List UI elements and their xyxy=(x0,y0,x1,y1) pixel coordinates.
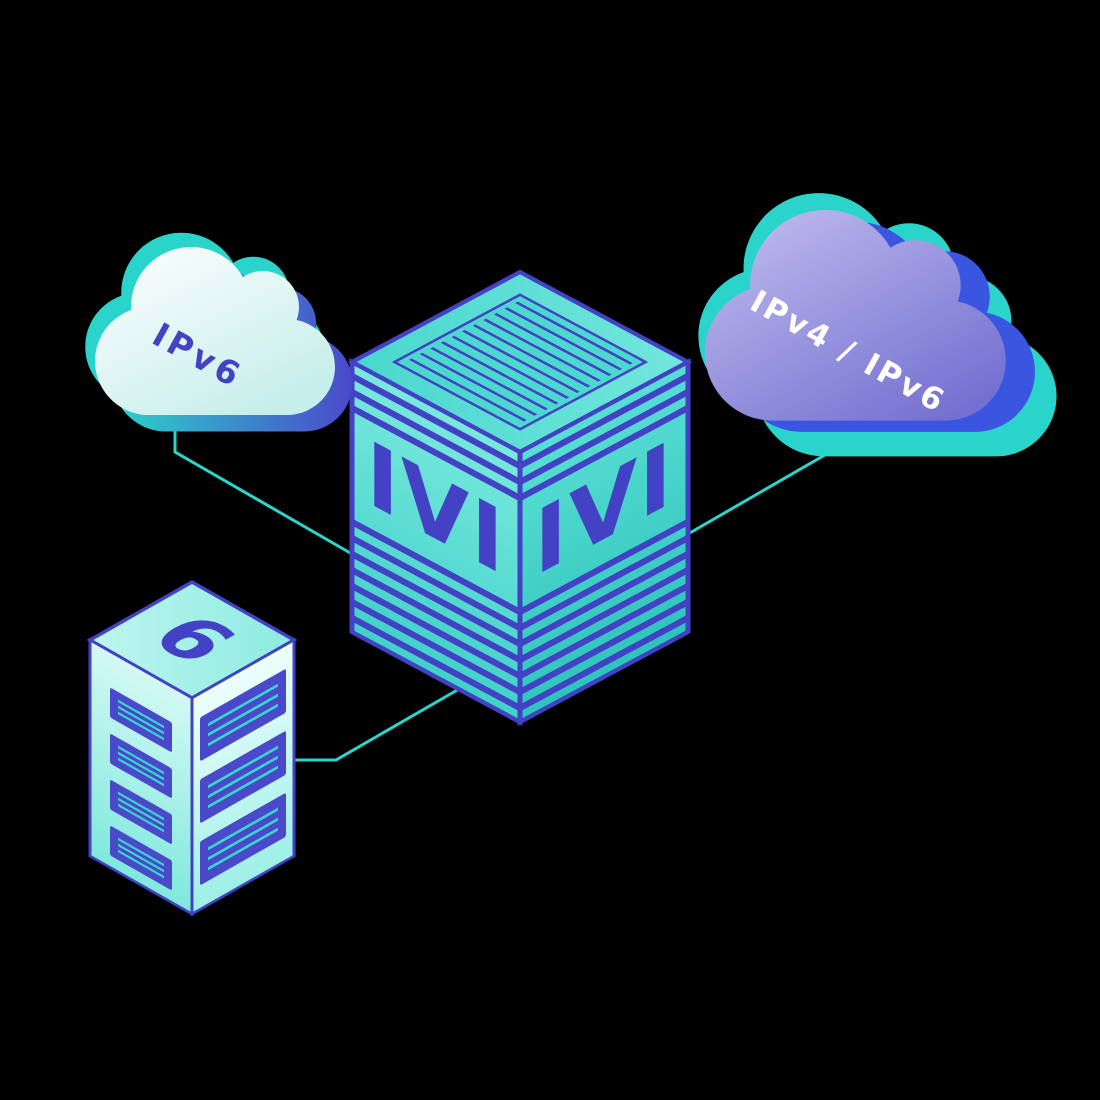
cube-right-top-stripes xyxy=(520,372,688,502)
server-left-vents xyxy=(110,688,172,890)
server-drawers xyxy=(200,669,286,885)
ipv6-cloud: IPv6 xyxy=(85,232,353,432)
connector-server-to-gateway xyxy=(280,687,460,762)
cube-right-face-panel xyxy=(517,358,691,726)
server-left-face xyxy=(88,637,194,917)
ivi-gateway-cube: IVI IVI xyxy=(347,269,693,726)
cube-left-bottom-stripes xyxy=(352,518,520,712)
ipv6-server-tower: 6 xyxy=(86,580,298,917)
cube-left-top-stripes xyxy=(352,372,520,502)
cube-right-bottom-stripes xyxy=(520,518,688,712)
cube-top-vent-lines xyxy=(409,301,633,422)
server-right-face xyxy=(190,637,296,917)
cube-right-face: IVI xyxy=(517,358,691,726)
cube-left-face: IVI xyxy=(349,358,523,726)
ipv4-ipv6-cloud: IPv4 / IPv6 xyxy=(698,193,1057,457)
